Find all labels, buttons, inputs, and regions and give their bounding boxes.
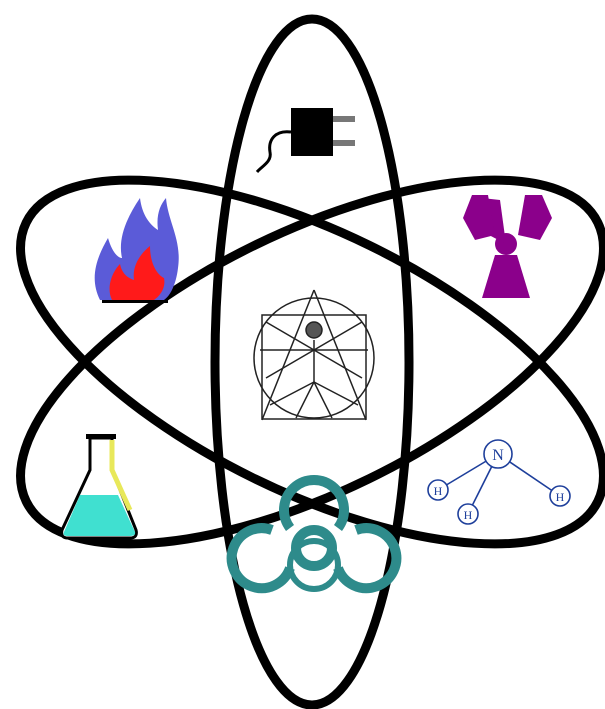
radiation-hazard-icon	[463, 195, 552, 298]
erlenmeyer-flask-icon	[62, 434, 137, 538]
hydrogen-label: H	[434, 484, 443, 498]
hydrogen-label: H	[556, 490, 565, 504]
vitruvian-man-icon	[254, 290, 374, 420]
flame-icon	[95, 198, 179, 303]
hydrogen-label: H	[464, 508, 473, 522]
nitrogen-label: N	[492, 447, 504, 464]
electric-plug-icon	[257, 108, 355, 172]
biohazard-icon	[232, 480, 397, 589]
